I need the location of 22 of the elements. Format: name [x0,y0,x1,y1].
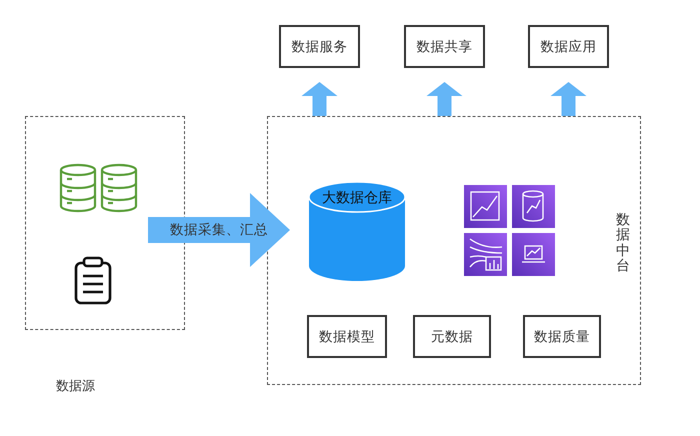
process-box [404,25,485,68]
block-arrow [302,82,338,116]
cylinder-label: 大数据仓库 [321,189,393,207]
process-box [523,315,601,358]
block-arrow [426,82,462,116]
process-box [279,25,360,68]
box-label: 元数据 [430,328,474,346]
process-box [307,315,387,358]
database-cylinder [308,181,406,282]
dashed-group-box [267,116,641,385]
group-label: 数据源 [56,378,95,395]
box-label: 数据服务 [290,38,348,56]
block-arrow [550,82,586,116]
box-label: 数据模型 [318,328,376,346]
box-label: 数据应用 [540,38,598,56]
edge-label: 数据采集、汇总 [170,222,268,238]
block-arrow [148,193,290,267]
box-label: 数据质量 [533,328,591,346]
box-label: 数据共享 [416,38,474,56]
group-label: 数据中台 [616,213,630,275]
process-box [528,25,609,68]
process-box [413,315,491,358]
